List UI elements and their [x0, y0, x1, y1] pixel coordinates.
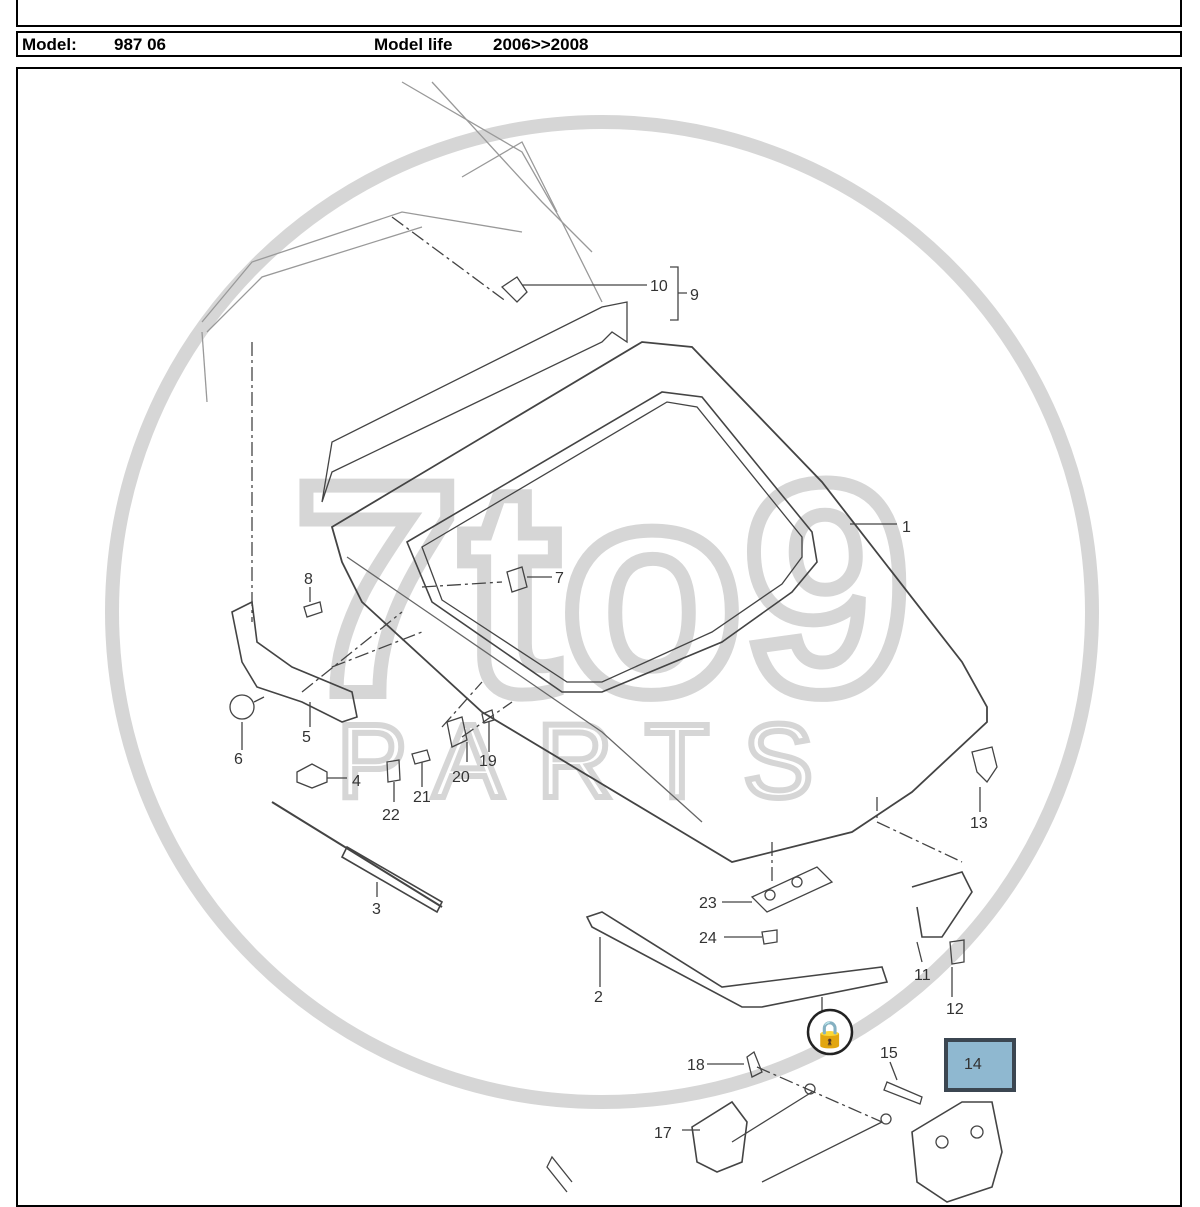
callout-8[interactable]: 8: [304, 571, 313, 588]
cover-cap: [691, 1100, 748, 1173]
lock-symbol-icon: 🔒: [806, 1008, 854, 1056]
callout-5[interactable]: 5: [302, 729, 311, 746]
highlighted-part-box[interactable]: [944, 1038, 1016, 1092]
callout-6[interactable]: 6: [234, 751, 243, 768]
callout-4[interactable]: 4: [352, 773, 361, 790]
callout-1[interactable]: 1: [902, 519, 911, 536]
seal-strip: [321, 301, 628, 503]
model-value: 987 06: [114, 35, 166, 54]
watermark-logo: 7to9 PARTS: [105, 115, 1099, 1109]
callout-22[interactable]: 22: [382, 807, 400, 824]
callout-14[interactable]: 14: [964, 1056, 982, 1073]
exploded-view-drawing: 7to9 PARTS: [105, 81, 1099, 1203]
parts-diagram: 7to9 PARTS: [16, 67, 1182, 1207]
bracket: [911, 871, 973, 938]
callout-18[interactable]: 18: [687, 1057, 705, 1074]
model-info-bar: Model: 987 06 Model life 2006>>2008: [16, 31, 1182, 57]
rear-window: [405, 391, 818, 693]
hinge: [231, 600, 358, 723]
callout-17[interactable]: 17: [654, 1125, 672, 1142]
callout-3[interactable]: 3: [372, 901, 381, 918]
line-art: [201, 81, 1003, 1203]
callout-21[interactable]: 21: [413, 789, 431, 806]
lock: [911, 1101, 1003, 1203]
callout-12[interactable]: 12: [946, 1001, 964, 1018]
callout-19[interactable]: 19: [479, 753, 497, 770]
lid-seal: [585, 911, 889, 1008]
plate: [750, 866, 834, 913]
callout-2[interactable]: 2: [594, 989, 603, 1006]
callout-9[interactable]: 9: [690, 287, 699, 304]
callout-7[interactable]: 7: [555, 570, 564, 587]
callout-20[interactable]: 20: [452, 769, 470, 786]
callout-10[interactable]: 10: [650, 278, 668, 295]
model-life-label: Model life: [374, 35, 453, 54]
rear-lid: [330, 341, 988, 863]
model-label: Model:: [22, 35, 77, 54]
model-life-value: 2006>>2008: [493, 35, 589, 54]
svg-text:🔒: 🔒: [814, 1019, 846, 1049]
callout-11[interactable]: 11: [914, 967, 931, 984]
callout-23[interactable]: 23: [699, 895, 717, 912]
top-frame: [16, 0, 1182, 27]
callout-15[interactable]: 15: [880, 1045, 898, 1062]
gas-strut: [271, 801, 443, 908]
callout-13[interactable]: 13: [970, 815, 988, 832]
callout-24[interactable]: 24: [699, 930, 717, 947]
